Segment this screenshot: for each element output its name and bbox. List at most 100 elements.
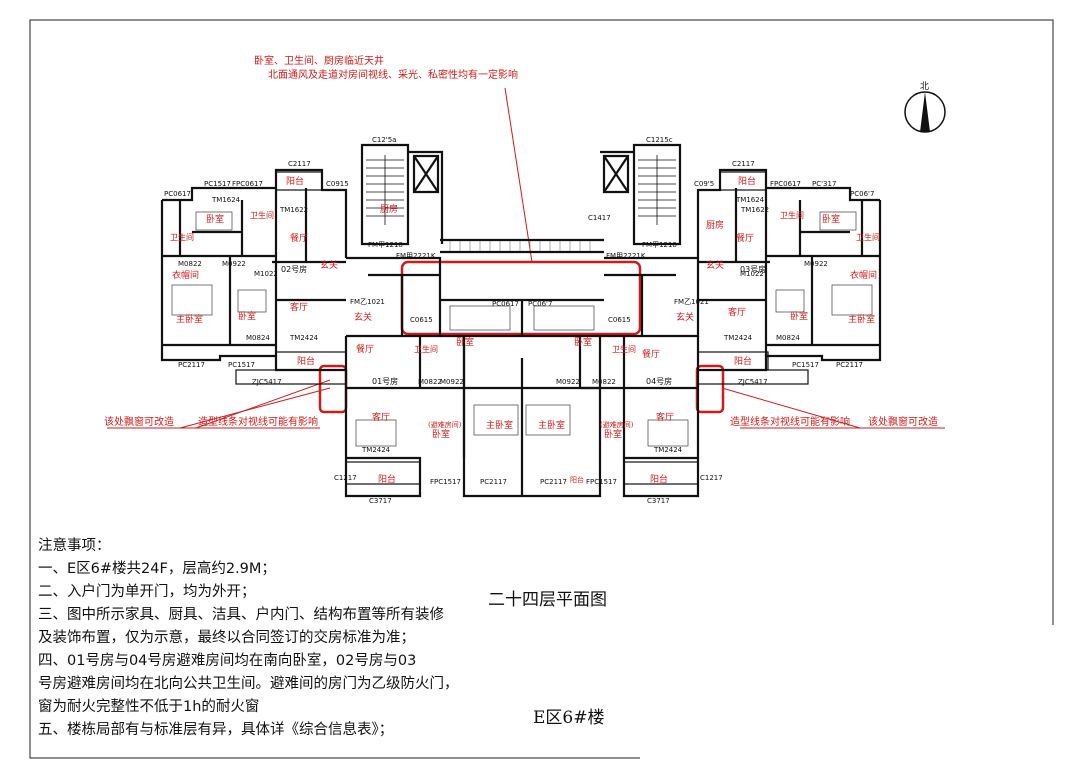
room-label: 主卧室 — [176, 313, 203, 325]
svg-text:C2117: C2117 — [732, 160, 755, 168]
north-arrow-icon: 北 — [904, 81, 946, 133]
note-item: 及装饰布置，仅为示意，最终以合同签订的交房标准为准； — [38, 630, 415, 646]
annotation-left-window: 该处飘窗可改造 — [104, 415, 174, 428]
svg-text:PC06'7: PC06'7 — [850, 190, 874, 198]
stair-treads — [366, 155, 676, 225]
room-labels: 卧室 卫生间 餐厅 卫生间 衣帽间 主卧室 卧室 客厅 阳台 阳台 玄关 玄关 … — [170, 175, 880, 485]
room-label: 厨房 — [380, 203, 398, 215]
room-label: 玄关 — [354, 311, 372, 323]
svg-text:M0922: M0922 — [440, 378, 464, 386]
code-labels: C12'5a C1215c C2117 C2117 PC0617 PC1517 … — [164, 136, 874, 505]
svg-text:C0615: C0615 — [410, 316, 433, 324]
annotation-left-line: 造型线条对视线可能有影响 — [198, 415, 318, 428]
room-label: 卫生间 — [414, 344, 438, 354]
room-label: 卫生间 — [612, 344, 636, 354]
room-label: 卫生间 — [856, 232, 880, 242]
svg-text:M0822: M0822 — [592, 378, 616, 386]
notes-block: 注意事项： 一、E区6#楼共24F，层高约2.9M； 二、入户门为单开门，均为外… — [38, 535, 638, 742]
room-label: 阳台 — [650, 473, 668, 485]
room-label: 卫生间 — [780, 210, 804, 220]
corridor-hatch — [449, 241, 591, 251]
room-label: 衣帽间 — [172, 269, 199, 281]
svg-text:C09'5: C09'5 — [694, 180, 714, 188]
svg-text:FM乙1021: FM乙1021 — [674, 298, 709, 306]
room-label: 主卧室 — [848, 313, 875, 325]
room-label: 卧室 — [238, 310, 256, 322]
note-item: 三、图中所示家具、厨具、洁具、户内门、结构布置等所有装修 — [38, 607, 444, 623]
unit-label: 03号房 — [740, 264, 766, 274]
svg-text:PC06'7: PC06'7 — [528, 300, 552, 308]
notes-title: 注意事项： — [38, 538, 111, 554]
room-label: 玄关 — [706, 259, 724, 271]
svg-text:PC0617: PC0617 — [164, 190, 191, 198]
note-item: 五、楼栋局部有与标准层有异，具体详《综合信息表》； — [38, 722, 394, 738]
annotation-right-window: 该处飘窗可改造 — [868, 415, 938, 428]
svg-text:C2117: C2117 — [288, 160, 311, 168]
svg-text:FM甲2221K: FM甲2221K — [606, 252, 646, 260]
svg-text:C1217: C1217 — [334, 474, 357, 482]
svg-text:FPC0617: FPC0617 — [232, 180, 263, 188]
svg-text:FM乙1021: FM乙1021 — [350, 298, 385, 306]
svg-text:TM1624: TM1624 — [211, 196, 241, 204]
svg-text:C3717: C3717 — [369, 497, 392, 505]
svg-text:TM2424: TM2424 — [289, 334, 319, 342]
svg-text:FM甲2221K: FM甲2221K — [396, 252, 436, 260]
svg-text:C3717: C3717 — [647, 497, 670, 505]
unit-label: 04号房 — [646, 376, 672, 386]
unit-labels: 02号房 03号房 01号房 04号房 — [281, 264, 766, 386]
red-annotations — [107, 87, 945, 429]
unit-label: 01号房 — [372, 376, 398, 386]
room-label: 卧室 — [790, 310, 808, 322]
plan-title: 二十四层平面图 — [488, 590, 607, 610]
svg-text:M0824: M0824 — [246, 334, 270, 342]
svg-text:C0915: C0915 — [326, 180, 349, 188]
room-label: 阳台 — [378, 473, 396, 485]
note-item: 二、入户门为单开门，均为外开； — [38, 584, 256, 600]
svg-text:C12'5a: C12'5a — [372, 136, 396, 144]
svg-text:FPC1517: FPC1517 — [586, 478, 617, 486]
room-label: (避难房间) — [600, 420, 634, 429]
svg-text:FM甲1218: FM甲1218 — [368, 241, 403, 249]
svg-text:PC2117: PC2117 — [480, 478, 507, 486]
room-label: 餐厅 — [290, 232, 308, 244]
room-label: 卧室 — [822, 213, 840, 225]
room-label: 阳台 — [570, 475, 584, 484]
svg-text:PC'317: PC'317 — [812, 180, 836, 188]
svg-text:TM1624: TM1624 — [735, 196, 765, 204]
room-label: (避难房间) — [428, 420, 462, 429]
room-label: 客厅 — [372, 411, 390, 423]
svg-text:C0615: C0615 — [608, 316, 631, 324]
svg-text:PC2117: PC2117 — [540, 478, 567, 486]
room-label: 主卧室 — [538, 419, 565, 431]
svg-text:PC2117: PC2117 — [836, 361, 863, 369]
room-label: 卧室 — [432, 428, 450, 440]
room-label: 阳台 — [734, 355, 752, 367]
svg-text:M0922: M0922 — [222, 260, 246, 268]
room-label: 卫生间 — [170, 232, 194, 242]
room-label: 餐厅 — [736, 232, 754, 244]
room-label: 餐厅 — [356, 343, 374, 355]
svg-text:TM2424: TM2424 — [723, 334, 753, 342]
room-label: 卧室 — [574, 336, 592, 348]
svg-text:M0824: M0824 — [776, 334, 800, 342]
svg-text:FM甲1218: FM甲1218 — [642, 241, 677, 249]
svg-text:M0922: M0922 — [556, 378, 580, 386]
room-label: 卫生间 — [250, 210, 274, 220]
room-label: 客厅 — [656, 411, 674, 423]
svg-text:PC1517: PC1517 — [204, 180, 231, 188]
note-item: 窗为耐火完整性不低于1h的耐火窗 — [38, 699, 260, 715]
svg-text:PC2117: PC2117 — [178, 361, 205, 369]
svg-text:M1022: M1022 — [254, 270, 278, 278]
annotation-top-line2: 北面通风及走道对房间视线、采光、私密性均有一定影响 — [268, 68, 518, 81]
room-label: 卧室 — [206, 213, 224, 225]
svg-text:M0822: M0822 — [178, 260, 202, 268]
svg-text:TM2424: TM2424 — [361, 446, 391, 454]
svg-text:TM1622: TM1622 — [740, 206, 769, 214]
svg-text:C1417: C1417 — [588, 214, 611, 222]
bottom-balconies — [235, 171, 809, 485]
room-label: 玄关 — [676, 311, 694, 323]
svg-text:PC1517: PC1517 — [228, 361, 255, 369]
svg-text:C1215c: C1215c — [646, 136, 673, 144]
